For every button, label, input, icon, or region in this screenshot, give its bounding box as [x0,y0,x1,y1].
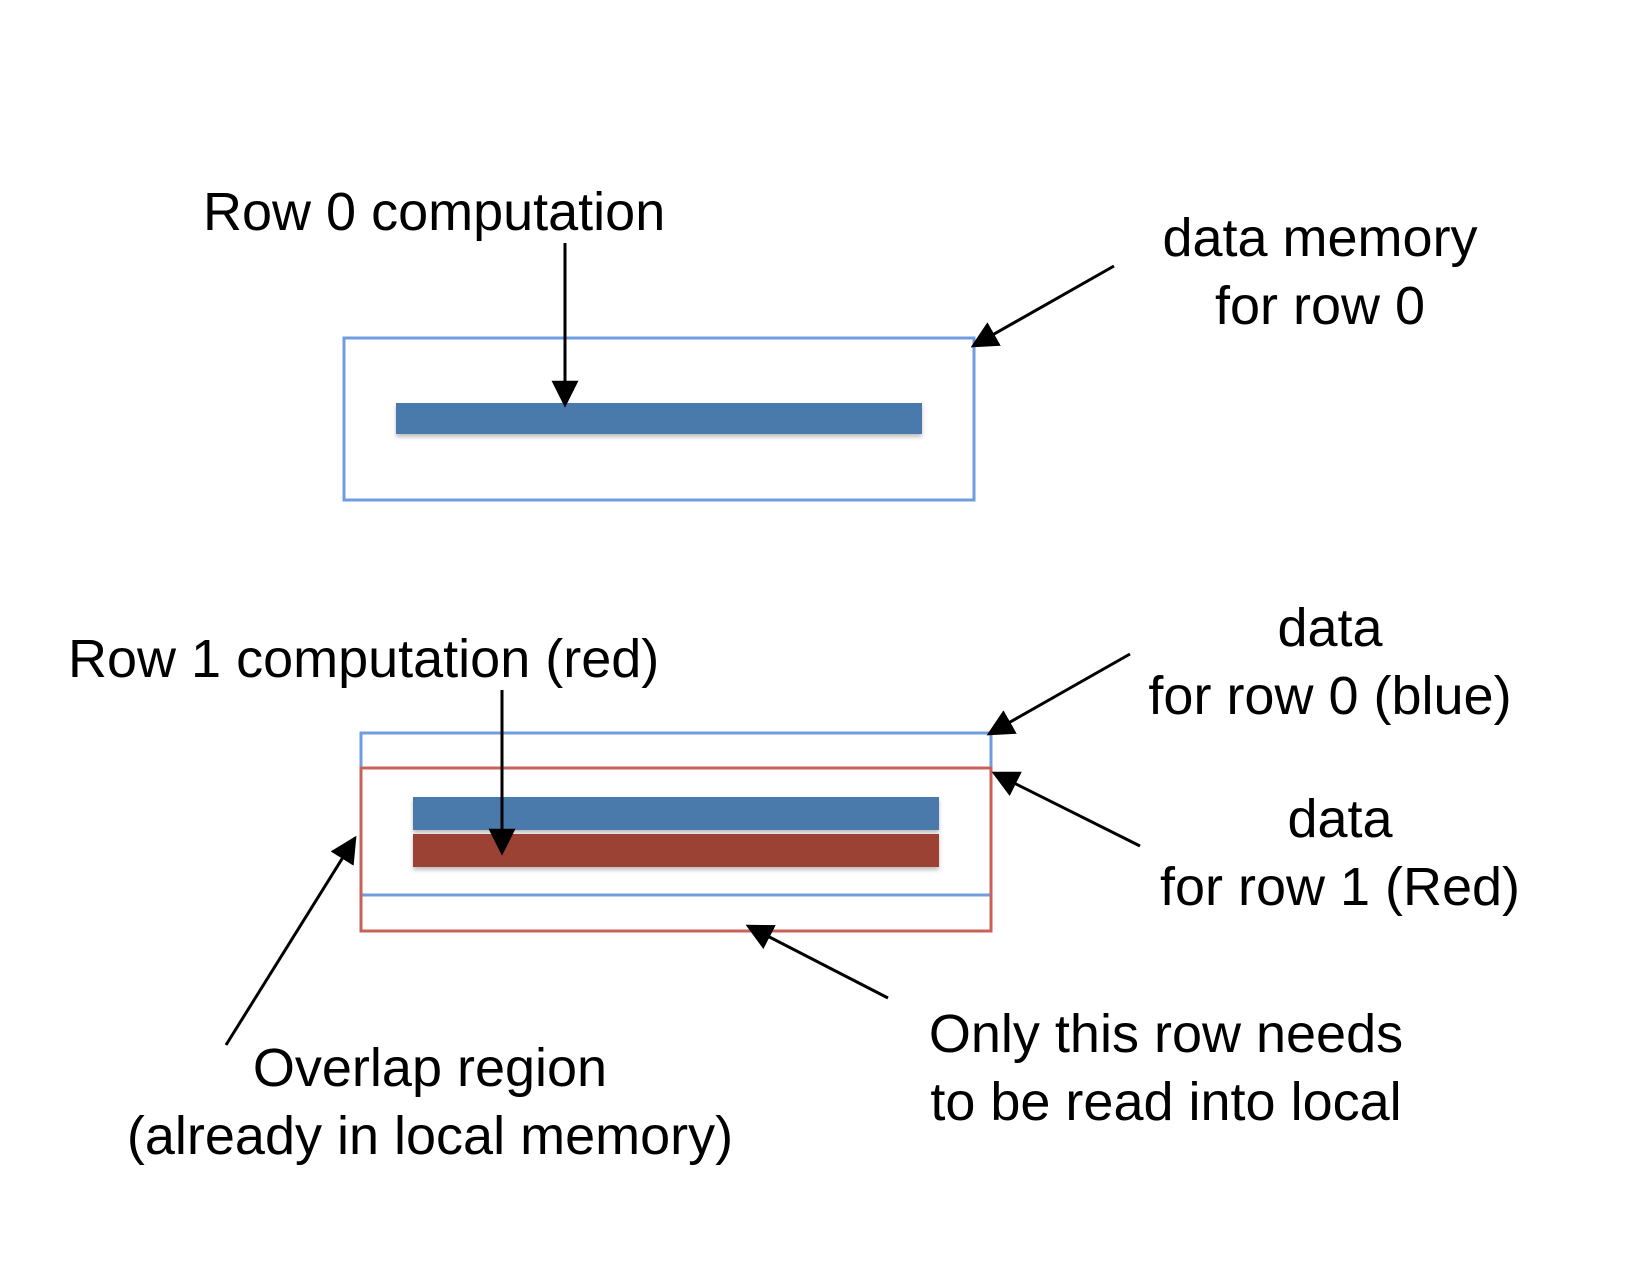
overlap-arrow [224,835,357,1046]
only-row-label-line1: Only this row needs [928,1004,1404,1064]
row1-red-label-line2: for row 1 (Red) [1159,857,1521,917]
overlap-label-line2: (already in local memory) [126,1106,734,1166]
row0-computation-label: Row 0 computation [203,182,666,242]
row0-blue-label-line1: data [1277,598,1383,658]
row1-red-arrow [991,771,1141,848]
row0-memory-label-line1: data memory [1162,208,1478,268]
row1-red-label: data for row 1 (Red) [1120,785,1560,921]
row0-blue-label-line2: for row 0 (blue) [1148,666,1512,726]
row0-blue-label: data for row 0 (blue) [1110,594,1550,730]
row0-memory-box [342,336,976,502]
row0-blue-bar [413,797,939,830]
overlap-label: Overlap region (already in local memory) [85,1034,775,1170]
row0-blue-arrow [986,652,1131,736]
only-row-label-line2: to be read into local [930,1072,1402,1132]
row1-red-box [359,766,993,933]
row1-red-label-line1: data [1287,789,1393,849]
row1-computation-label: Row 1 computation (red) [68,629,660,689]
only-row-arrow [745,924,889,1000]
row0-memory-label: data memory for row 0 [1100,204,1540,340]
only-row-label: Only this row needs to be read into loca… [866,1000,1466,1136]
overlap-label-line1: Overlap region [252,1038,608,1098]
row1-red-bar [413,834,939,867]
row0-memory-arrow [970,264,1115,348]
row0-data-bar [396,403,922,434]
row0-memory-label-line2: for row 0 [1214,276,1426,336]
